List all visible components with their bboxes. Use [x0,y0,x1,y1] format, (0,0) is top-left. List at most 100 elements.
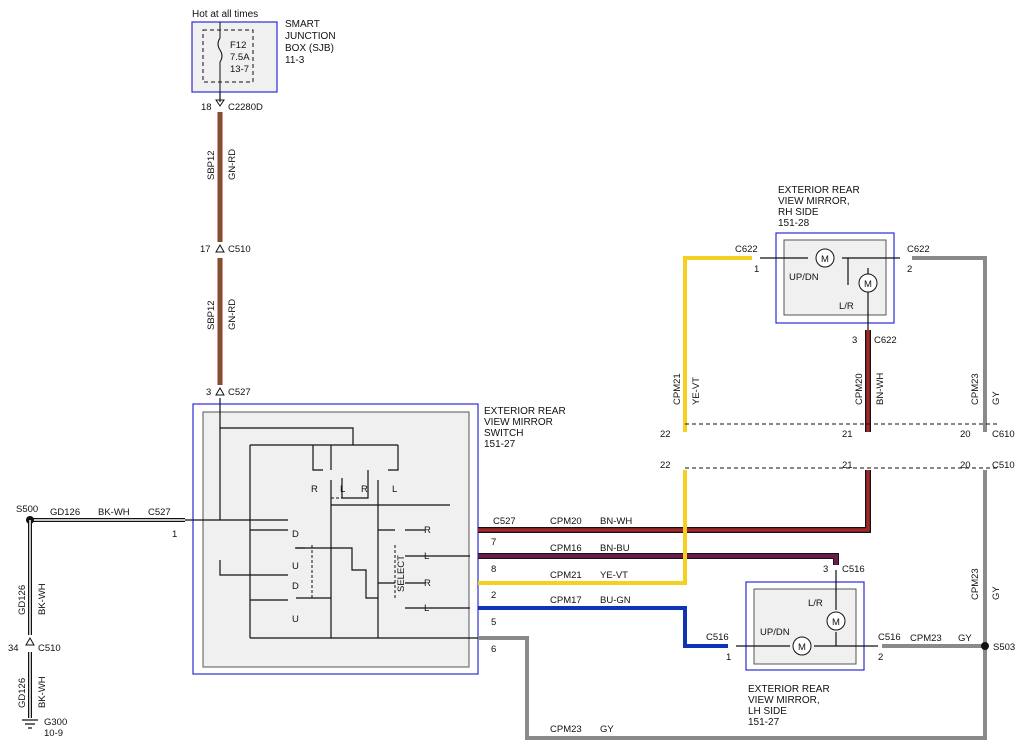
c610-pin-20: 20 [960,429,971,440]
bk-wh-vertical-1: BK-WH [37,583,48,615]
cpm20-vertical: CPM20 [854,373,865,405]
gy-bottom-label: GY [600,724,614,735]
mirror-switch: EXTERIOR REAR VIEW MIRROR SWITCH 151-27 [185,403,566,675]
ye-vt-vertical: YE-VT [691,377,702,405]
g300-ref: 10-9 [44,728,63,739]
bn-bu-label: BN-BU [600,543,630,554]
rh-title-3: RH SIDE [778,207,819,218]
c510-upper-label: C510 [228,244,251,255]
bu-gn-label: BU-GN [600,595,631,606]
wire-cpm16: CPM16 BN-BU [478,543,839,565]
c2280d-label: C2280D [228,102,263,113]
switch-d-2: D [292,581,299,592]
switch-u-2: U [292,614,299,625]
sjb-title-2: JUNCTION [285,31,336,42]
c527-left-label: C527 [148,507,171,518]
c516-right-pin: 2 [878,652,883,663]
rh-lr-label: L/R [839,301,854,312]
cpm23-vertical-lower: CPM23 [970,568,981,600]
switch-d-1: D [292,529,299,540]
c510-pin-21: 21 [842,460,853,471]
sbp12-label-2: SBP12 [206,300,217,330]
switch-u-1: U [292,561,299,572]
bn-wh-vertical: BN-WH [875,373,886,405]
c527-right-label: C527 [493,516,516,527]
switch-r-3: R [424,525,431,536]
lh-ref: 151-27 [748,717,780,728]
c510-upper-pin: 17 [200,244,211,255]
cpm17-label: CPM17 [550,595,582,606]
cpm16-label: CPM16 [550,543,582,554]
c510-left-pin: 34 [8,643,19,654]
sjb-title-1: SMART [285,19,320,30]
rh-lr-motor: M [864,279,872,290]
cpm21-label: CPM21 [550,570,582,581]
c510-left-label: C510 [38,643,61,654]
c622-left-pin: 1 [754,264,759,275]
c527-top-label: C527 [228,387,251,398]
s503-label: S503 [993,642,1015,653]
c516-top-label: C516 [842,564,865,575]
gn-rd-label-2: GN-RD [227,299,238,330]
gd126-horizontal: GD126 [50,507,80,518]
rh-updn-label: UP/DN [789,272,819,283]
switch-title-2: VIEW MIRROR [484,417,553,428]
c510-pin-20: 20 [960,460,971,471]
sbp12-label-1: SBP12 [206,150,217,180]
c516-right-label: C516 [878,632,901,643]
s500-label: S500 [16,504,38,515]
gy-vertical-lower: GY [991,586,1002,600]
lh-title-1: EXTERIOR REAR [748,684,830,695]
lh-mirror: M M UP/DN L/R 3 C516 C516 1 C516 2 EXTER… [706,564,901,728]
rh-updn-motor: M [821,254,829,265]
lh-title-2: VIEW MIRROR, [748,695,820,706]
c527-left-pin: 1 [172,529,177,540]
sw-pin-7: 7 [491,537,496,548]
s503-splice [981,642,989,650]
g300-label: G300 [44,717,67,728]
fuse-ref: 13-7 [230,64,249,75]
c527-top-pin: 3 [206,387,211,398]
lh-lr-label: L/R [808,598,823,609]
c510-pin-22: 22 [660,460,671,471]
wire-cpm20: CPM20 BN-WH [478,470,871,533]
switch-r-4: R [424,578,431,589]
lh-updn-label: UP/DN [760,627,790,638]
sjb-title-3: BOX (SJB) [285,43,334,54]
switch-l-3: L [424,551,429,562]
c610-label: C610 [992,429,1015,440]
switch-title-3: SWITCH [484,428,523,439]
c516-left-label: C516 [706,632,729,643]
inline-connectors: 22 21 20 C610 22 21 20 C510 [660,423,1015,471]
wire-cpm20-vertical: CPM20 BN-WH 3 C622 [852,330,897,432]
switch-l-4: L [424,603,429,614]
lh-updn-motor: M [798,642,806,653]
gy-vertical-upper: GY [991,391,1002,405]
rh-title-2: VIEW MIRROR, [778,196,850,207]
fuse-id: F12 [230,40,246,51]
wire-cpm23: CPM23 GY CPM23 GY CPM23 GY CPM23 GY S503 [478,256,1015,740]
bk-wh-vertical-2: BK-WH [37,676,48,708]
c622-bottom-label: C622 [874,335,897,346]
lh-title-3: LH SIDE [748,706,787,717]
rh-mirror: EXTERIOR REAR VIEW MIRROR, RH SIDE 151-2… [735,185,930,330]
c610-pin-21: 21 [842,429,853,440]
cpm23-bottom-label: CPM23 [550,724,582,735]
lh-lr-motor: M [832,617,840,628]
fuse-rating: 7.5A [230,52,250,63]
ground-icon [22,719,38,729]
c622-right-label: C622 [907,244,930,255]
switch-r-1: R [311,484,318,495]
c622-right-pin: 2 [907,264,912,275]
hot-at-all-times-label: Hot at all times [192,9,258,20]
wire-cpm17: CPM17 BU-GN [478,595,728,648]
c622-left-label: C622 [735,244,758,255]
sjb-ref: 11-3 [285,55,305,66]
cpm20-label: CPM20 [550,516,582,527]
wire-sbp12: 18 C2280D SBP12 GN-RD 17 C510 SBP12 GN-R… [200,92,263,404]
gy-lh-label: GY [958,633,972,644]
gn-rd-label-1: GN-RD [227,149,238,180]
ground-circuit: S500 GD126 BK-WH C527 1 GD126 BK-WH 34 C… [8,504,185,739]
c516-left-pin: 1 [726,652,731,663]
